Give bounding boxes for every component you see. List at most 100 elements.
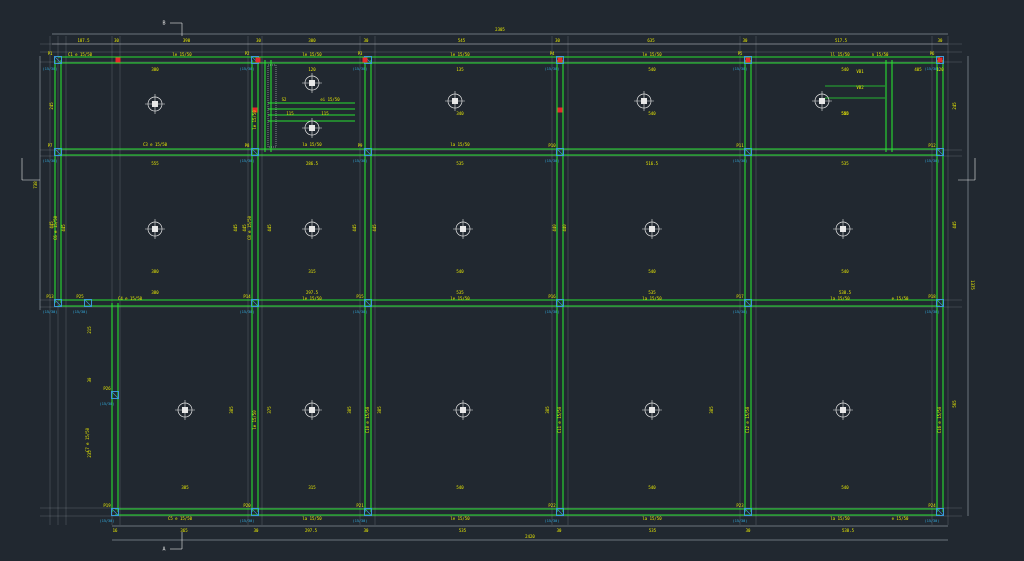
- slab-symbol-mark: [309, 125, 315, 131]
- pillar-square: [556, 299, 564, 307]
- pillar-sub-label: (15/30): [925, 519, 940, 523]
- beam-label: le 15/50: [450, 516, 470, 521]
- cell-dimension: 385: [181, 485, 189, 490]
- slab-symbol-mark: [649, 407, 655, 413]
- slab-symbol-mark: [641, 98, 647, 104]
- slab-symbol-mark: [309, 407, 315, 413]
- pillar-label: P11: [736, 143, 744, 148]
- pillar-cross: [364, 508, 372, 516]
- top-span-dimension: 187.5: [77, 38, 90, 43]
- pillar-sub-label: (15/30): [925, 159, 940, 163]
- top-span-dimension: 390: [183, 38, 191, 43]
- pillar-sub-label: (15/30): [240, 519, 255, 523]
- pillar-label: P10: [548, 143, 556, 148]
- pillar-label: P24: [928, 503, 936, 508]
- pillar-cross: [556, 148, 564, 156]
- slab-symbol-mark: [460, 226, 466, 232]
- section-mark-label: B: [162, 21, 165, 27]
- pillar-sub-label: (15/30): [100, 519, 115, 523]
- pillar-square: [54, 299, 62, 307]
- pillar-cross: [364, 148, 372, 156]
- cell-dimension: 385: [347, 406, 352, 414]
- pillar-sub-label: (15/30): [733, 310, 748, 314]
- beam-label: e 15/50: [892, 296, 909, 301]
- pillar-sub-label: (15/30): [733, 67, 748, 71]
- cell-dimension: 445: [61, 224, 66, 232]
- pillar-label: P5: [738, 51, 743, 56]
- cell-dimension: 540: [841, 111, 849, 116]
- stair-label: VB2: [856, 85, 864, 90]
- pillar-label: P12: [928, 143, 936, 148]
- pillar-cross: [744, 299, 752, 307]
- pillar-red-marker: [557, 107, 563, 113]
- cell-dimension: 120: [936, 67, 944, 72]
- beam-lines: [54, 56, 944, 516]
- cell-dimension: 135: [456, 67, 464, 72]
- pillar-label: P19: [103, 503, 111, 508]
- slab-symbol-mark: [460, 407, 466, 413]
- pillar-label: P17: [736, 294, 744, 299]
- bottom-span-dimension: 30: [364, 528, 369, 533]
- pillar-cross: [251, 299, 259, 307]
- cell-dimension: 340: [456, 111, 464, 116]
- beam-label: la 15/50: [642, 296, 662, 301]
- slab-symbol-mark: [182, 407, 188, 413]
- pillar-cross: [251, 508, 259, 516]
- pillar-cross: [54, 56, 62, 64]
- top-span-dimension: 30: [114, 38, 119, 43]
- pillar-square: [54, 148, 62, 156]
- pillar-cross: [556, 299, 564, 307]
- beam-label: la 15/50: [830, 516, 850, 521]
- pillar-square: [364, 508, 372, 516]
- beam-label: e 15/50: [892, 516, 909, 521]
- beam-label: le 15/50: [302, 52, 322, 57]
- pillar-square: [744, 299, 752, 307]
- pillar-cross: [54, 299, 62, 307]
- cell-dimension: 535: [841, 161, 849, 166]
- bottom-span-dimension: 535: [459, 528, 467, 533]
- pillar-square: [111, 391, 119, 399]
- cell-dimension: 445: [233, 224, 238, 232]
- beam-label: C1 e 15/50: [68, 52, 93, 57]
- bottom-span-dimension: 30: [254, 528, 259, 533]
- pillar-square: [251, 508, 259, 516]
- cell-dimension: 535: [648, 290, 656, 295]
- total-top-dimension: 2305: [495, 27, 505, 32]
- pillar-markers: [54, 56, 944, 516]
- cell-dimension: 540: [648, 67, 656, 72]
- pillar-square: [744, 56, 752, 64]
- pillar-square: [744, 508, 752, 516]
- cell-dimension: 115: [321, 111, 329, 116]
- pillar-square: [556, 56, 564, 64]
- cell-dimension: 375: [267, 406, 272, 414]
- pillar-sub-label: (15/30): [353, 67, 368, 71]
- pillar-label: P1: [48, 51, 53, 56]
- top-span-dimension: 635: [647, 38, 655, 43]
- slab-symbol-mark: [152, 101, 158, 107]
- beam-label: la 15/50: [830, 296, 850, 301]
- pillar-label: P18: [928, 294, 936, 299]
- cell-dimension: 535: [456, 161, 464, 166]
- cell-dimension: 445: [242, 224, 247, 232]
- beam-label: le 15/50: [450, 296, 470, 301]
- pillar-square: [936, 56, 944, 64]
- pillar-label: P15: [356, 294, 364, 299]
- pillar-sub-label: (15/30): [545, 159, 560, 163]
- beam-label: le 15/50: [450, 52, 470, 57]
- top-span-dimension: 30: [364, 38, 369, 43]
- pillar-label: P26: [103, 386, 111, 391]
- vertical-beam-label: C7 e 15/50: [85, 427, 90, 452]
- cell-dimension: 286.5: [306, 161, 319, 166]
- pillar-cross: [744, 148, 752, 156]
- bottom-span-dimension: 16: [113, 528, 118, 533]
- vertical-beam-label: le 15/50: [252, 410, 257, 430]
- pillar-sub-label: (15/30): [43, 67, 58, 71]
- pillar-sub-label: (15/30): [733, 159, 748, 163]
- beam-label: la 15/50: [302, 516, 322, 521]
- vertical-beam-label: C8 e 15/50: [247, 215, 252, 240]
- stair-label: S2: [282, 97, 287, 102]
- pillar-red-marker: [745, 57, 751, 63]
- slab-symbol-mark: [309, 226, 315, 232]
- pillar-label: P6: [930, 51, 935, 56]
- cell-dimension: 445: [267, 224, 272, 232]
